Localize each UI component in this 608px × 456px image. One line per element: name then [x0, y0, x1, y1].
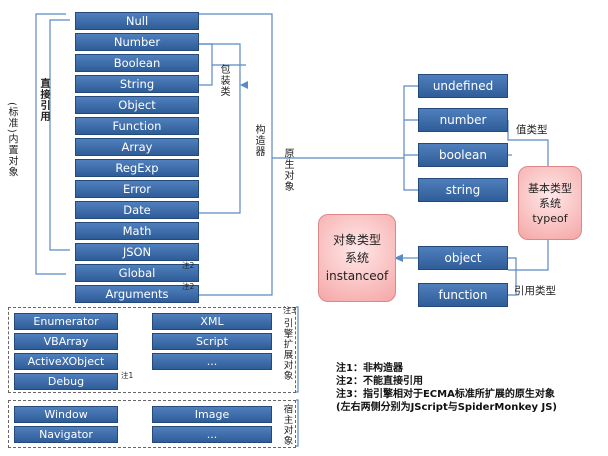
- builtin-math: Math: [75, 222, 199, 240]
- engine-more: ...: [152, 353, 272, 370]
- host-navigator: Navigator: [14, 426, 118, 443]
- basic-types-box: 基本类型 系统 typeof: [518, 166, 582, 240]
- host-object-group: [8, 400, 296, 448]
- footnotes: 注1：非构造器 注2：不能直接引用 注3：指引擎相对于ECMA标准所扩展的原生对…: [336, 362, 557, 414]
- engine-script: Script: [152, 333, 272, 350]
- direct-reference-label: 直接引用: [38, 78, 49, 122]
- engine-debug: Debug: [14, 373, 118, 390]
- object-types-box: 对象类型 系统 instanceof: [318, 214, 396, 302]
- object-types-line2: 系统: [344, 251, 369, 265]
- constructor-label: 构造器: [253, 124, 264, 157]
- object-types-line1: 对象类型: [332, 233, 381, 247]
- type-object: object: [418, 246, 508, 270]
- footnote-3-detail: (左右两侧分别为JScript与SpiderMonkey JS): [336, 402, 557, 413]
- builtin-object: Object: [75, 96, 199, 114]
- basic-types-line3: typeof: [532, 211, 568, 225]
- type-boolean: boolean: [418, 143, 508, 167]
- builtin-number: Number: [75, 33, 199, 51]
- builtin-array: Array: [75, 138, 199, 156]
- type-number: number: [418, 108, 508, 132]
- engine-activexobject: ActiveXObject: [14, 353, 118, 370]
- engine-side-note: 注3: [283, 306, 297, 315]
- builtin-regexp: RegExp: [75, 159, 199, 177]
- footnote-2: 注2：不能直接引用: [336, 376, 423, 387]
- engine-vbarray: VBArray: [14, 333, 118, 350]
- type-undefined: undefined: [418, 74, 508, 98]
- type-function: function: [418, 283, 508, 307]
- standard-builtin-label: (标准)内置对象: [6, 102, 17, 178]
- basic-types-line2: 系统: [539, 196, 561, 210]
- value-type-label: 值类型: [516, 124, 548, 136]
- footnote-1: 注1：非构造器: [336, 363, 403, 374]
- builtin-arguments: Arguments: [75, 285, 199, 303]
- object-types-line3: instanceof: [325, 269, 389, 283]
- engine-extension-label: 引擎扩展对象: [281, 318, 293, 381]
- host-window: Window: [14, 406, 118, 423]
- basic-types-line1: 基本类型: [528, 181, 572, 195]
- builtin-string: String: [75, 75, 199, 93]
- builtin-boolean: Boolean: [75, 54, 199, 72]
- builtin-function: Function: [75, 117, 199, 135]
- host-image: Image: [152, 406, 272, 423]
- global-note: 注2: [182, 261, 195, 270]
- debug-note: 注1: [121, 371, 134, 380]
- builtin-date: Date: [75, 201, 199, 219]
- builtin-global: Global: [75, 264, 199, 282]
- builtin-error: Error: [75, 180, 199, 198]
- wrapper-class-label: 包装类: [218, 64, 229, 97]
- native-object-label: 原生对象: [282, 148, 293, 192]
- reference-type-label: 引用类型: [514, 285, 556, 297]
- footnote-3: 注3：指引擎相对于ECMA标准所扩展的原生对象: [336, 389, 555, 400]
- type-string: string: [418, 178, 508, 202]
- engine-extension-group: [8, 307, 296, 393]
- builtin-null: Null: [75, 12, 199, 30]
- engine-enumerator: Enumerator: [14, 313, 118, 330]
- builtin-json: JSON: [75, 243, 199, 261]
- host-object-label: 宿主对象: [281, 404, 293, 446]
- engine-xml: XML: [152, 313, 272, 330]
- arguments-note: 注2: [182, 282, 195, 291]
- host-more: ...: [152, 426, 272, 443]
